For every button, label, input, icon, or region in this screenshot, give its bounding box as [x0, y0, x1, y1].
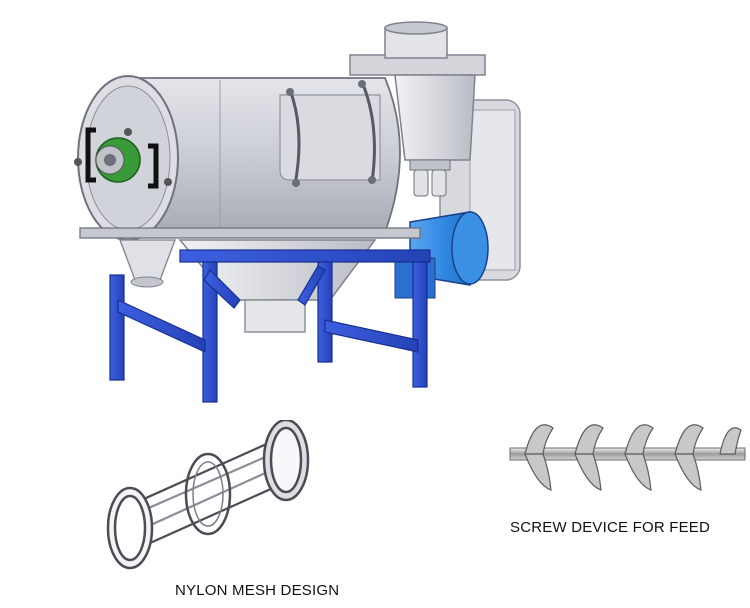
sifter-machine-illustration [74, 21, 521, 403]
nylon-mesh-caption: NYLON MESH DESIGN [175, 582, 340, 599]
valve-assembly [409, 159, 451, 197]
support-rail [79, 227, 421, 239]
drive-motor [394, 211, 489, 299]
support-frame [109, 249, 431, 403]
screw-feeder-illustration [509, 424, 746, 491]
inlet-tower [349, 21, 486, 161]
end-plate [74, 75, 179, 241]
nylon-mesh-cage-illustration [106, 420, 310, 570]
screw-device-caption: SCREW DEVICE FOR FEED [510, 519, 711, 536]
